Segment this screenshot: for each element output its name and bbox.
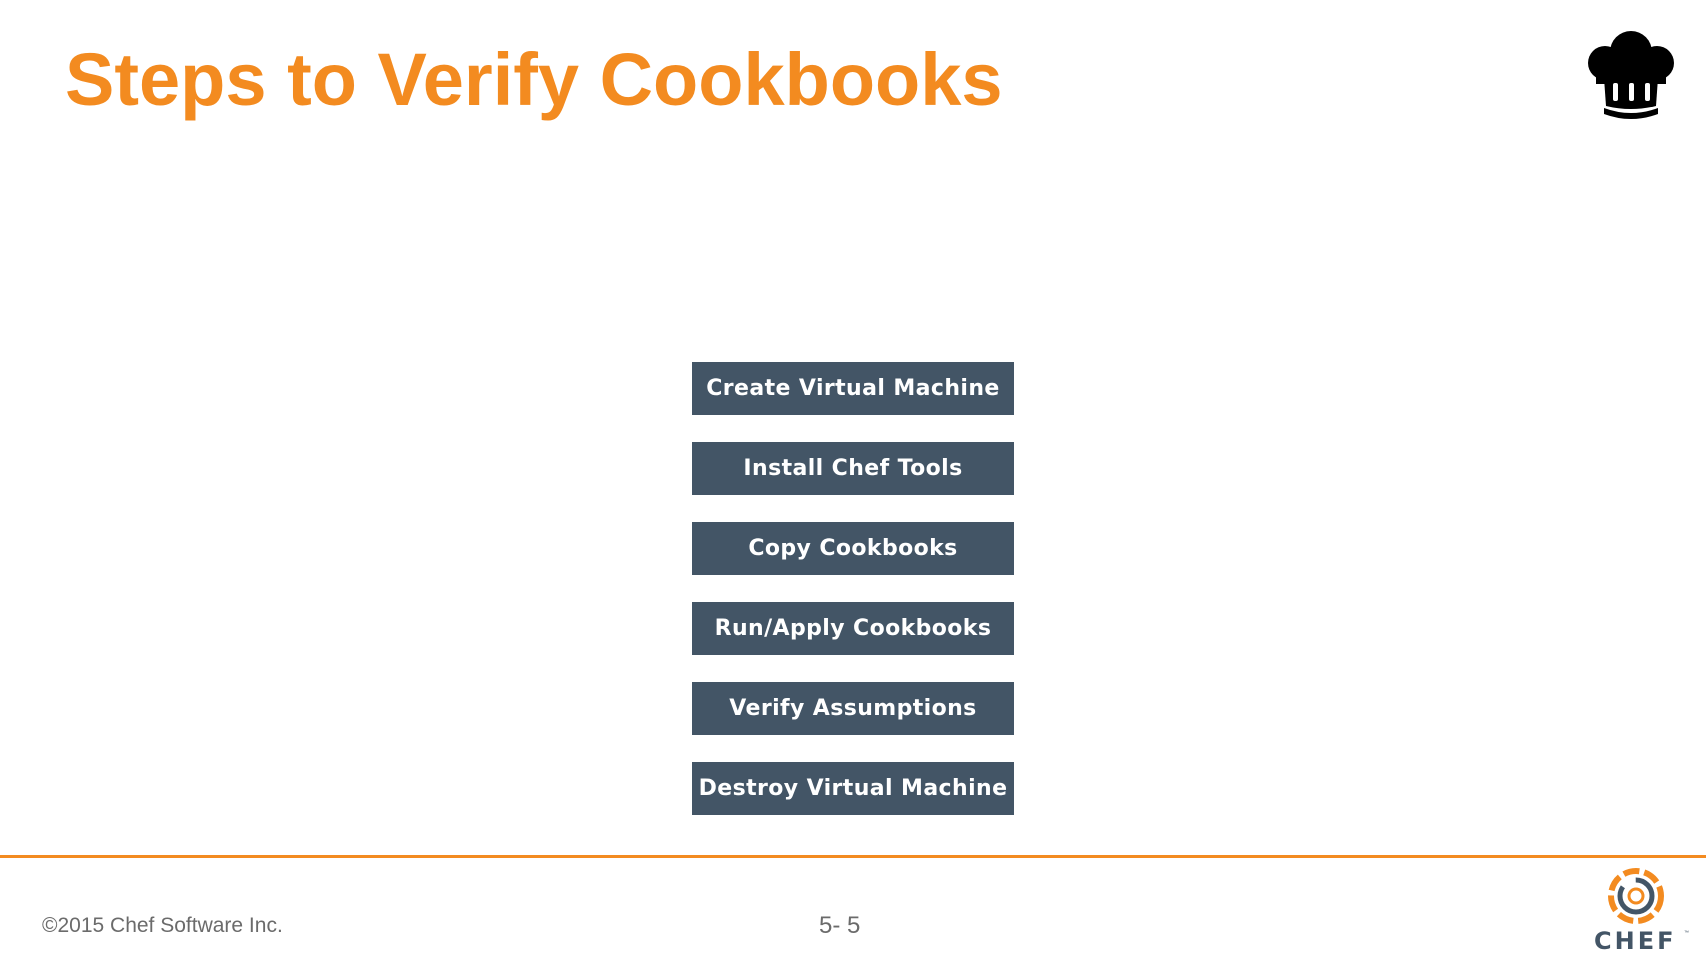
chef-hat-icon bbox=[1585, 30, 1677, 120]
trademark-mark: ™ bbox=[1684, 930, 1689, 936]
chef-logo-text: CHEF bbox=[1594, 927, 1677, 955]
step-verify-assumptions: Verify Assumptions bbox=[692, 682, 1014, 735]
step-run-apply-cookbooks: Run/Apply Cookbooks bbox=[692, 602, 1014, 655]
copyright-text: ©2015 Chef Software Inc. bbox=[42, 914, 283, 937]
page-number: 5- 5 bbox=[819, 912, 861, 939]
step-create-virtual-machine: Create Virtual Machine bbox=[692, 362, 1014, 415]
chef-logo-icon bbox=[1608, 868, 1664, 924]
slide-title: Steps to Verify Cookbooks bbox=[65, 38, 1003, 121]
step-destroy-virtual-machine: Destroy Virtual Machine bbox=[692, 762, 1014, 815]
step-copy-cookbooks: Copy Cookbooks bbox=[692, 522, 1014, 575]
footer-divider bbox=[0, 855, 1706, 858]
steps-list: Create Virtual Machine Install Chef Tool… bbox=[692, 362, 1014, 815]
step-install-chef-tools: Install Chef Tools bbox=[692, 442, 1014, 495]
chef-logo: CHEF ™ bbox=[1592, 866, 1692, 956]
